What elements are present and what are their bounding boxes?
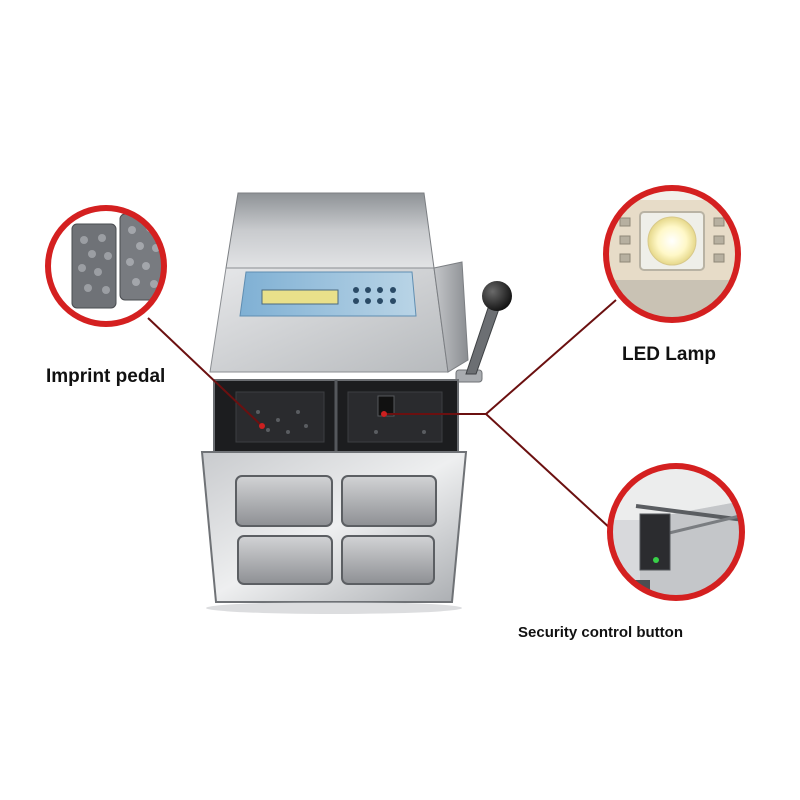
lever-handle — [455, 281, 512, 383]
leader-line-security — [485, 413, 613, 531]
door-window-2 — [341, 475, 437, 527]
door-window-3 — [237, 535, 333, 585]
front-door — [200, 451, 468, 603]
led-chip — [639, 211, 705, 271]
imprint-pedal-label: Imprint pedal — [46, 366, 166, 387]
led-lamp-callout — [603, 185, 741, 323]
security-control-button-label: Security control button — [518, 624, 683, 641]
led-lamp-label: LED Lamp — [622, 344, 716, 365]
security-button-callout — [607, 463, 745, 601]
imprint-pedal-callout — [45, 205, 167, 327]
door-window-4 — [341, 535, 435, 585]
blender-body — [200, 192, 512, 614]
imprint-pedal-plate-1 — [71, 223, 117, 309]
leader-line-imprint — [147, 317, 263, 427]
panel-buttons — [353, 287, 396, 304]
leader-lines — [147, 299, 617, 531]
security-sensor — [639, 513, 671, 571]
blending-chamber — [213, 379, 459, 455]
lcd-display — [261, 289, 339, 305]
control-panel — [239, 271, 417, 317]
door-window-1 — [235, 475, 333, 527]
